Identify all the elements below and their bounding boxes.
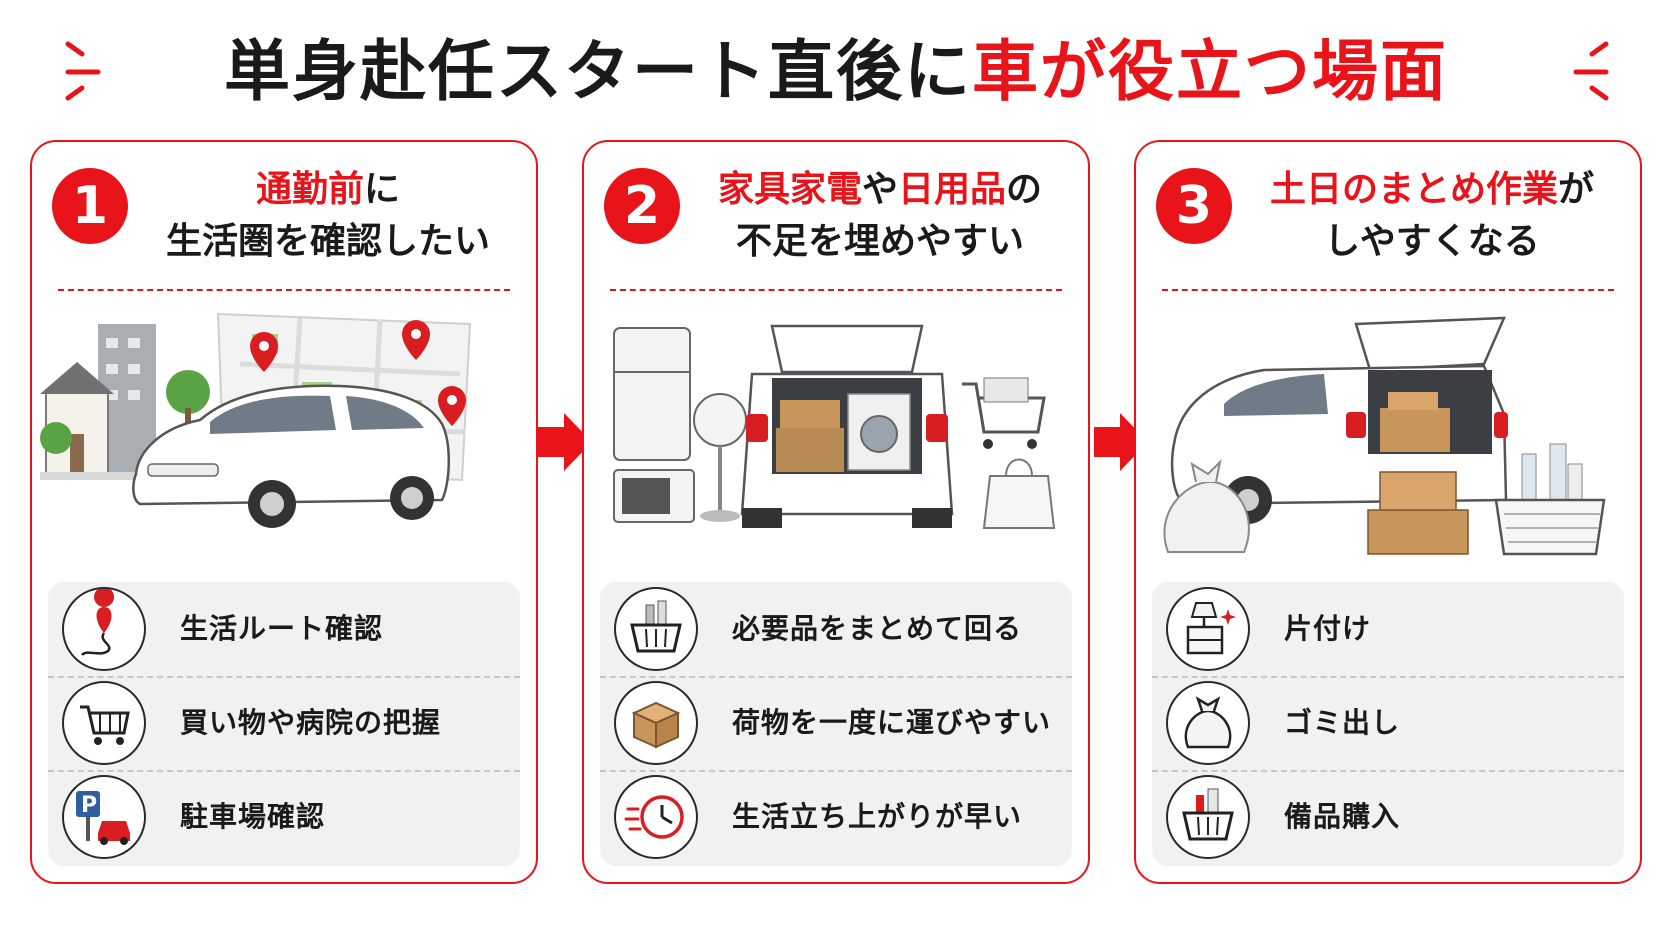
card-commute: 1 通勤前に 生活圏を確認したい xyxy=(30,140,538,884)
arrow-right-icon xyxy=(538,413,592,471)
item-label: 備品購入 xyxy=(1284,800,1401,833)
car-map-illustration xyxy=(40,312,472,528)
item-label: 買い物や病院の把握 xyxy=(180,706,442,739)
list-item: 買い物や病院の把握 xyxy=(48,676,520,772)
heading-line2: しやすくなる xyxy=(1324,221,1540,262)
card-heading: 家具家電や日用品の 不足を埋めやすい xyxy=(680,164,1080,268)
item-label: 駐車場確認 xyxy=(180,800,326,833)
title-red: 車が役立つ場面 xyxy=(972,33,1448,110)
card-number: 2 xyxy=(604,168,680,244)
heading-line2: 不足を埋めやすい xyxy=(735,221,1024,262)
list-item: 備品購入 xyxy=(1152,770,1624,864)
supplies-basket-icon xyxy=(1166,775,1250,859)
item-label: ゴミ出し xyxy=(1284,706,1401,739)
item-label: 荷物を一度に運びやすい xyxy=(732,706,1052,739)
card-heading: 通勤前に 生活圏を確認したい xyxy=(128,164,528,268)
left-burst-icon xyxy=(65,41,101,101)
parking-car-icon: P xyxy=(62,775,146,859)
item-label: 片付け xyxy=(1284,612,1372,645)
item-list: 片付け ゴミ出し 備品購入 xyxy=(1152,582,1624,866)
heading-black: が xyxy=(1558,169,1595,210)
heading-black: に xyxy=(364,169,401,210)
lamp-nightstand-icon xyxy=(1166,587,1250,671)
arrow-right-icon xyxy=(1094,413,1148,471)
list-item: ゴミ出し xyxy=(1152,676,1624,772)
route-pin-icon xyxy=(62,587,146,671)
item-label: 必要品をまとめて回る xyxy=(732,612,1023,645)
list-item: 片付け xyxy=(1152,582,1624,678)
right-burst-icon xyxy=(1573,41,1609,101)
car-trunk-illustration xyxy=(1163,316,1606,556)
item-list: 必要品をまとめて回る 荷物を一度に運びやすい 生活立ち上がりが早い xyxy=(600,582,1072,866)
title-black: 単身赴任スタート直後に xyxy=(224,33,972,110)
heading-red: 家具家電 xyxy=(717,169,862,210)
heading-line2: 生活圏を確認したい xyxy=(165,221,490,262)
divider xyxy=(1162,289,1614,291)
heading-black-2: の xyxy=(1006,169,1043,210)
card-weekend: 3 土日のまとめ作業が しやすくなる xyxy=(1134,140,1642,884)
cardboard-box-icon xyxy=(614,681,698,765)
heading-red-2: 日用品 xyxy=(898,169,1007,210)
divider xyxy=(58,289,510,291)
item-label: 生活ルート確認 xyxy=(180,612,384,645)
appliances-car-illustration xyxy=(613,324,1056,529)
item-label: 生活立ち上がりが早い xyxy=(732,800,1023,833)
list-item: 生活立ち上がりが早い xyxy=(600,770,1072,864)
card-heading: 土日のまとめ作業が しやすくなる xyxy=(1232,164,1632,268)
card-number: 3 xyxy=(1156,168,1232,244)
clock-speed-icon xyxy=(614,775,698,859)
shopping-cart-icon xyxy=(62,681,146,765)
list-item: 荷物を一度に運びやすい xyxy=(600,676,1072,772)
basket-icon xyxy=(614,587,698,671)
heading-red: 通勤前 xyxy=(255,169,364,210)
card-supplies: 2 家具家電や日用品の 不足を埋めやすい xyxy=(582,140,1090,884)
list-item: 必要品をまとめて回る xyxy=(600,582,1072,678)
card-number: 1 xyxy=(52,168,128,244)
item-list: 生活ルート確認 買い物や病院の把握 P 駐車場確認 xyxy=(48,582,520,866)
list-item: 生活ルート確認 xyxy=(48,582,520,678)
divider xyxy=(610,289,1062,291)
svg-text:P: P xyxy=(81,793,97,818)
list-item: P 駐車場確認 xyxy=(48,770,520,864)
page-title: 単身赴任スタート直後に車が役立つ場面 xyxy=(0,30,1672,114)
garbage-bag-icon xyxy=(1166,681,1250,765)
heading-black: や xyxy=(861,169,898,210)
heading-red: 土日のまとめ作業 xyxy=(1269,169,1558,210)
